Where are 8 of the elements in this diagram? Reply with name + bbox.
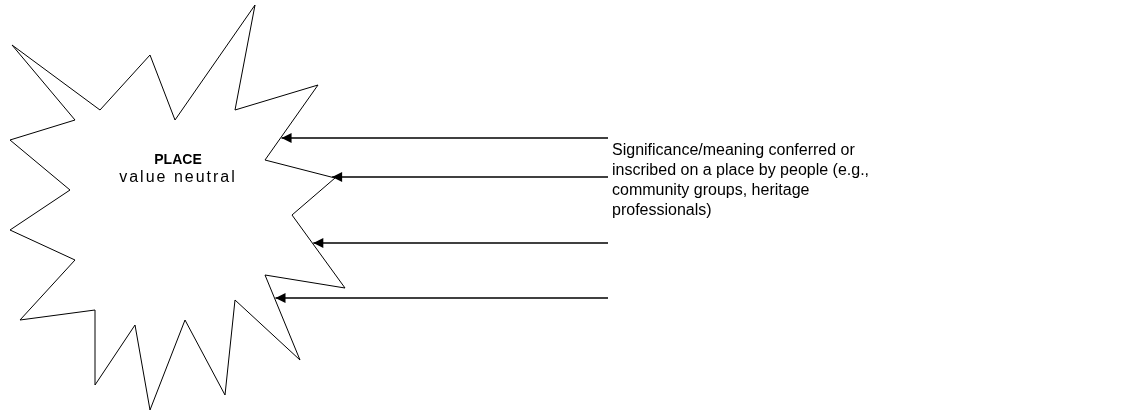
arrow — [280, 133, 609, 143]
arrow — [331, 172, 609, 182]
body-text: value neutral — [118, 167, 238, 187]
arrow — [274, 293, 609, 303]
annotation-paragraph: Significance/meaning conferred or inscribed on a place by people (e.g., community groups, heritage professionals) — [612, 140, 871, 220]
starburst-shape — [8, 4, 348, 412]
arrow — [312, 238, 609, 248]
heading-text: PLACE — [153, 150, 203, 169]
